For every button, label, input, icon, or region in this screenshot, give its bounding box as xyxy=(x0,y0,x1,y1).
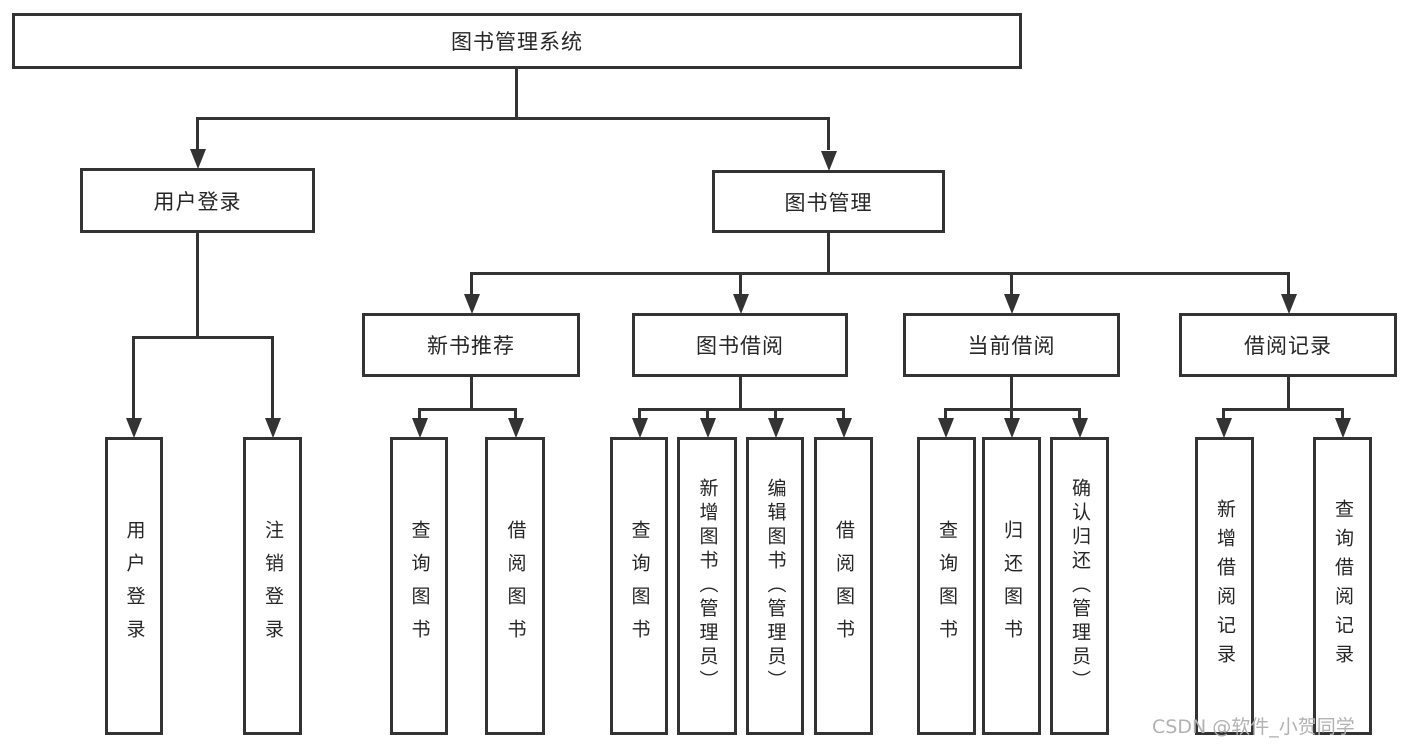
arrow-down-icon xyxy=(190,149,206,169)
arrow-down-icon xyxy=(265,418,281,438)
leaf-query-books: 查询图书 xyxy=(390,437,448,735)
connector-line xyxy=(842,408,845,420)
connector-line xyxy=(1287,377,1290,410)
leaf-confirm-return-admin: 确认归还（管理员） xyxy=(1050,437,1109,735)
connector-line xyxy=(418,408,421,420)
connector-line xyxy=(944,408,947,420)
node-label: 新书推荐 xyxy=(427,334,515,358)
connector-line xyxy=(1010,272,1013,296)
leaf-label: 新增借阅记录 xyxy=(1214,499,1236,673)
arrow-down-icon xyxy=(938,418,954,438)
arrow-down-icon xyxy=(1216,418,1232,438)
leaf-query-borrow-record: 查询借阅记录 xyxy=(1313,437,1372,735)
leaf-borrow-books: 借阅图书 xyxy=(485,437,545,735)
connector-line xyxy=(1010,408,1013,420)
leaf-label: 确认归还（管理员） xyxy=(1069,478,1091,694)
node-label: 用户登录 xyxy=(153,189,242,214)
connector-line xyxy=(1010,377,1013,410)
arrow-down-icon xyxy=(508,418,524,438)
leaf-borrow-books: 借阅图书 xyxy=(814,437,873,735)
connector-line xyxy=(196,117,199,150)
leaf-label: 编辑图书（管理员） xyxy=(764,478,787,694)
node-book-borrow: 图书借阅 xyxy=(632,313,848,377)
connector-line xyxy=(418,408,517,411)
leaf-query-books: 查询图书 xyxy=(917,437,976,735)
leaf-label: 查询借阅记录 xyxy=(1332,499,1354,673)
leaf-edit-book-admin: 编辑图书（管理员） xyxy=(746,437,804,735)
connector-line xyxy=(638,408,845,411)
node-book-management: 图书管理 xyxy=(712,170,945,233)
arrow-down-icon xyxy=(632,418,648,438)
arrow-down-icon xyxy=(1335,418,1351,438)
connector-line xyxy=(706,408,709,420)
node-user-login: 用户登录 xyxy=(80,168,315,233)
arrow-down-icon xyxy=(464,294,480,314)
connector-line xyxy=(470,377,473,410)
leaf-add-borrow-record: 新增借阅记录 xyxy=(1195,437,1254,735)
connector-line xyxy=(1341,408,1344,420)
arrow-down-icon xyxy=(733,294,749,314)
arrow-down-icon xyxy=(1072,418,1088,438)
connector-line xyxy=(739,272,742,296)
arrow-down-icon xyxy=(1004,418,1020,438)
node-new-book-recommend: 新书推荐 xyxy=(362,313,580,377)
node-label: 当前借阅 xyxy=(967,334,1056,358)
connector-line xyxy=(1222,408,1225,420)
node-label: 图书管理 xyxy=(784,190,873,215)
connector-line xyxy=(739,377,742,410)
leaf-label: 查询图书 xyxy=(628,520,651,652)
leaf-query-books: 查询图书 xyxy=(610,437,668,735)
connector-line xyxy=(638,408,641,420)
leaf-label: 归还图书 xyxy=(1001,520,1023,652)
arrow-down-icon xyxy=(412,418,428,438)
connector-line xyxy=(774,408,777,420)
connector-line xyxy=(132,336,135,420)
leaf-label: 查询图书 xyxy=(936,520,958,652)
arrow-down-icon xyxy=(126,418,142,438)
arrow-down-icon xyxy=(768,418,784,438)
arrow-down-icon xyxy=(1004,294,1020,314)
leaf-label: 借阅图书 xyxy=(504,520,527,652)
leaf-label: 用户登录 xyxy=(123,520,146,652)
connector-line xyxy=(132,336,274,339)
arrow-down-icon xyxy=(1281,294,1297,314)
connector-line xyxy=(827,233,830,274)
leaf-label: 注销登录 xyxy=(262,520,284,652)
connector-line xyxy=(196,233,199,338)
arrow-down-icon xyxy=(836,418,852,438)
connector-line xyxy=(271,336,274,420)
node-label: 借阅记录 xyxy=(1244,334,1332,358)
leaf-label: 新增图书（管理员） xyxy=(696,478,719,694)
leaf-logout: 注销登录 xyxy=(243,437,302,735)
leaf-label: 查询图书 xyxy=(408,520,431,652)
connector-line xyxy=(196,117,830,120)
node-borrow-records: 借阅记录 xyxy=(1179,313,1397,377)
connector-line xyxy=(514,408,517,420)
node-system-root: 图书管理系统 xyxy=(12,13,1022,69)
node-label: 图书借阅 xyxy=(696,334,784,358)
connector-line xyxy=(1078,408,1081,420)
node-current-borrow: 当前借阅 xyxy=(903,313,1120,377)
connector-line xyxy=(827,117,830,150)
leaf-label: 借阅图书 xyxy=(833,520,855,652)
leaf-return-books: 归还图书 xyxy=(982,437,1041,735)
connector-line xyxy=(470,272,473,296)
watermark: CSDN @软件_小贺同学 xyxy=(1152,716,1355,738)
connector-line xyxy=(1287,272,1290,296)
node-label: 图书管理系统 xyxy=(451,30,583,54)
connector-line xyxy=(515,69,518,117)
connector-line xyxy=(1222,408,1344,411)
leaf-user-login: 用户登录 xyxy=(105,437,163,735)
arrow-down-icon xyxy=(821,151,837,171)
connector-line xyxy=(470,272,1290,275)
arrow-down-icon xyxy=(700,418,716,438)
leaf-add-book-admin: 新增图书（管理员） xyxy=(677,437,737,735)
